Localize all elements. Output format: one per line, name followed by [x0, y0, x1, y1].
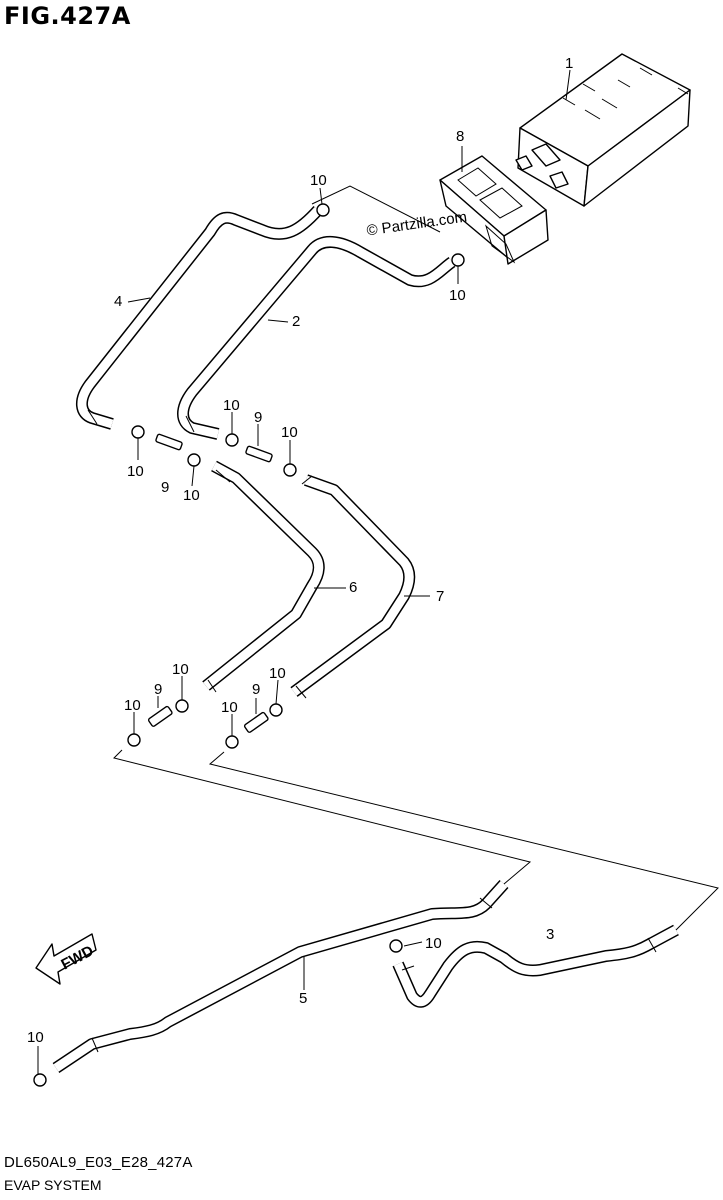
joint-upper-right[interactable] [245, 445, 273, 463]
fwd-arrow-icon: FWD [35, 933, 97, 985]
bracket-part[interactable] [439, 155, 549, 265]
figure-code: DL650AL9_E03_E28_427A [4, 1154, 193, 1171]
callout-clamp[interactable]: 10 [172, 661, 189, 678]
callout-hose-7[interactable]: 7 [436, 588, 444, 605]
callout-clamp[interactable]: 10 [221, 699, 238, 716]
callout-hose-6[interactable]: 6 [349, 579, 357, 596]
callout-bracket[interactable]: 8 [456, 128, 464, 145]
callouts: 1 2 3 4 5 6 7 8 9 9 9 9 10 10 10 10 10 1… [27, 55, 573, 1046]
callout-clamp[interactable]: 10 [269, 665, 286, 682]
callout-canister[interactable]: 1 [565, 55, 573, 72]
callout-joint[interactable]: 9 [154, 681, 162, 698]
callout-joint[interactable]: 9 [161, 479, 169, 496]
figure-name: EVAP SYSTEM [4, 1177, 102, 1193]
callout-joint[interactable]: 9 [254, 409, 262, 426]
clamp-icons[interactable] [33, 203, 465, 1087]
callout-clamp[interactable]: 10 [127, 463, 144, 480]
joint-lower-left[interactable] [147, 705, 173, 727]
callout-hose-5[interactable]: 5 [299, 990, 307, 1007]
callout-clamp[interactable]: 10 [425, 935, 442, 952]
callout-hose-2[interactable]: 2 [292, 313, 300, 330]
hose-4-part[interactable] [76, 205, 323, 430]
callout-clamp[interactable]: 10 [183, 487, 200, 504]
hose-5-part[interactable] [52, 879, 509, 1073]
callout-clamp[interactable]: 10 [281, 424, 298, 441]
callout-clamp[interactable]: 10 [310, 172, 327, 189]
canister-part[interactable] [515, 53, 691, 207]
leader-lines [37, 69, 571, 1074]
watermark: © Partzilla.com [366, 209, 468, 240]
callout-hose-4[interactable]: 4 [114, 293, 122, 310]
hose-sleeves [87, 409, 657, 1053]
callout-joint[interactable]: 9 [252, 681, 260, 698]
callout-hose-3[interactable]: 3 [546, 926, 554, 943]
hose-6-part[interactable] [202, 460, 325, 691]
callout-clamp[interactable]: 10 [449, 287, 466, 304]
hose-3-part[interactable] [392, 924, 679, 1008]
routing-lines [113, 185, 719, 931]
joint-upper-left[interactable] [155, 433, 183, 451]
callout-clamp[interactable]: 10 [27, 1029, 44, 1046]
callout-clamp[interactable]: 10 [223, 397, 240, 414]
hose-2-part[interactable] [177, 236, 456, 440]
callout-clamp[interactable]: 10 [124, 697, 141, 714]
figure-title: FIG.427A [4, 2, 131, 30]
joint-lower-right[interactable] [243, 711, 269, 733]
